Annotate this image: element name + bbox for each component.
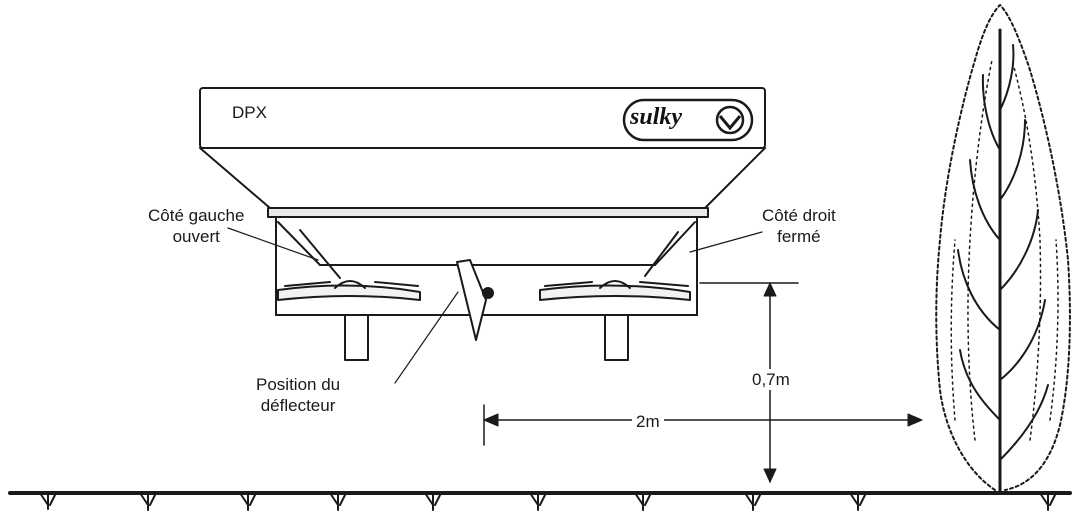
distance-arrow-left	[483, 413, 499, 427]
left-disc-hub	[334, 280, 366, 289]
height-arrow-bottom	[763, 468, 777, 483]
tree-outline	[935, 4, 1071, 491]
sulky-logo-icon: sulky	[622, 98, 754, 142]
deflector-label: Position du déflecteur	[256, 374, 340, 416]
model-label: DPX	[232, 103, 267, 122]
deflector-plate	[456, 259, 487, 341]
leader-left	[227, 227, 319, 261]
grass-tuft-icon	[39, 492, 1057, 511]
tree-icon	[935, 4, 1071, 494]
left-chute	[277, 221, 341, 279]
left-side-label: Côté gauche ouvert	[148, 205, 244, 247]
height-arrow-top	[763, 282, 777, 297]
left-leg	[344, 314, 369, 361]
deflector-label-line2: déflecteur	[260, 396, 336, 415]
left-side-label-line1: Côté gauche	[148, 206, 245, 225]
distance-dimension-label: 2m	[632, 411, 664, 432]
brand-name: sulky	[630, 104, 683, 130]
leader-right	[689, 231, 763, 253]
deflector-label-line1: Position du	[256, 375, 341, 394]
height-dimension-label: 0,7m	[750, 369, 792, 390]
distance-arrow-right	[907, 413, 923, 427]
right-chute	[644, 221, 696, 277]
right-disc-vane	[544, 281, 689, 287]
hopper-rim	[267, 207, 709, 218]
right-disc	[539, 284, 691, 301]
right-side-label: Côté droit fermé	[762, 205, 836, 247]
right-side-label-line2: fermé	[777, 227, 821, 246]
left-side-label-line2: ouvert	[172, 227, 220, 246]
right-side-label-line1: Côté droit	[762, 206, 836, 225]
right-leg	[604, 314, 629, 361]
hopper-top	[199, 87, 766, 149]
right-disc-hub	[599, 280, 631, 289]
deflector-pivot	[482, 287, 494, 299]
leader-deflector	[394, 291, 459, 384]
tree-foliage-dots	[950, 59, 1059, 441]
tree-branches	[957, 44, 1049, 461]
left-disc-vane	[284, 281, 419, 287]
hopper-funnel	[199, 147, 766, 209]
left-disc	[277, 284, 421, 301]
